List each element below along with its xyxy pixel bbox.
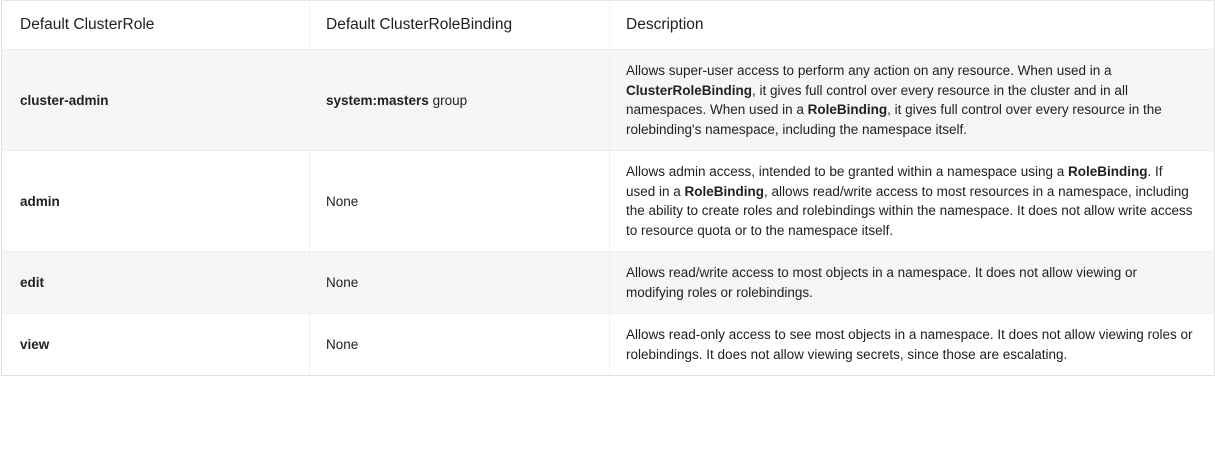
description-text: , it gives full control over every resou…	[626, 102, 1162, 137]
description-text: , allows read/write access to most resou…	[626, 183, 1193, 238]
column-header-default-clusterrole: Default ClusterRole	[1, 0, 310, 50]
column-header-default-clusterrolebinding: Default ClusterRoleBinding	[309, 0, 610, 50]
cell-description: Allows admin access, intended to be gran…	[609, 150, 1215, 252]
cell-clusterrolebinding: None	[309, 150, 610, 252]
binding-subject: system:masters	[326, 92, 429, 108]
description-term: RoleBinding	[1068, 164, 1148, 179]
binding-text: None	[326, 275, 359, 290]
cell-description: Allows super-user access to perform any …	[609, 49, 1215, 151]
description-term: RoleBinding	[807, 102, 888, 117]
binding-text: None	[326, 193, 359, 209]
cell-clusterrolebinding: None	[309, 251, 610, 314]
cell-description: Allows read/write access to most objects…	[609, 251, 1215, 314]
cell-clusterrole-name: edit	[1, 251, 310, 314]
description-text: Allows super-user access to perform any …	[626, 63, 1112, 78]
cell-clusterrole-name: admin	[1, 150, 310, 252]
table-header: Default ClusterRole Default ClusterRoleB…	[1, 0, 1215, 50]
description-text: Allows read-only access to see most obje…	[626, 327, 1193, 362]
binding-text: None	[326, 337, 359, 352]
cell-clusterrole-name: cluster-admin	[1, 49, 310, 151]
description-term: RoleBinding	[684, 183, 765, 199]
default-clusterrole-table: Default ClusterRole Default ClusterRoleB…	[1, 0, 1215, 376]
table-row: view None Allows read-only access to see m…	[1, 313, 1215, 376]
cell-description: Allows read-only access to see most obje…	[609, 313, 1215, 376]
description-text: . If used in a	[626, 164, 1163, 199]
cell-clusterrolebinding: None	[309, 313, 610, 376]
table-row: edit None Allows read/write access to most…	[1, 251, 1215, 314]
table-row: admin None Allows admin access, intended t…	[1, 150, 1215, 252]
table-header-row: Default ClusterRole Default ClusterRoleB…	[1, 0, 1215, 50]
cell-clusterrole-name: view	[1, 313, 310, 376]
description-text: Allows admin access, intended to be gran…	[626, 164, 1069, 179]
column-header-description: Description	[609, 0, 1215, 50]
cell-clusterrolebinding: system:masters group	[309, 49, 610, 151]
description-text: , it gives full control over every resou…	[626, 82, 1128, 118]
description-term: ClusterRoleBinding	[626, 82, 753, 98]
description-text: Allows read/write access to most objects…	[626, 265, 1137, 300]
binding-text: group	[428, 92, 468, 108]
